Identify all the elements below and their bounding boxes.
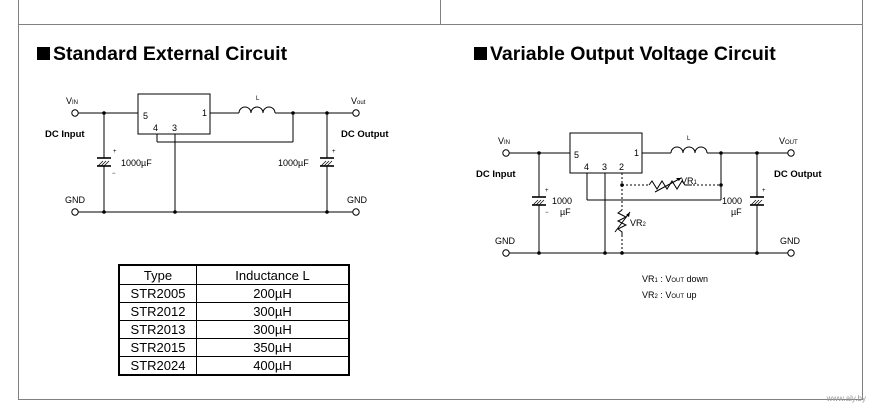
- inductor-coil: [238, 106, 276, 114]
- pin-3-label: 3: [602, 162, 607, 172]
- variable-output-voltage-circuit-diagram: VIN VOUT DC Input DC Output GND GND 5 1 …: [476, 132, 822, 300]
- gnd-terminal-left: [502, 249, 510, 257]
- table-row: STR2013 300µH: [118, 320, 350, 339]
- cap-right-plus: +: [762, 188, 766, 194]
- pin-3-label: 3: [172, 123, 177, 133]
- left-section-title: Standard External Circuit: [37, 43, 287, 66]
- vin-label: VIN: [66, 96, 78, 106]
- pin-5-label: 5: [143, 111, 148, 121]
- gnd-terminal-right: [352, 208, 360, 216]
- vr1-resistor: [648, 180, 692, 190]
- table-cell-type: STR2013: [118, 320, 197, 339]
- table-cell-type: STR2005: [118, 284, 197, 303]
- gnd-terminal-left: [71, 208, 79, 216]
- table-cell-type: STR2015: [118, 338, 197, 357]
- right-title-text: Variable Output Voltage Circuit: [490, 43, 776, 65]
- table-row: STR2005 200µH: [118, 284, 350, 303]
- pin-1-label: 1: [202, 108, 207, 118]
- cap-left-minus: −: [112, 171, 116, 177]
- dc-output-label: DC Output: [774, 169, 822, 180]
- cap-left-value-1: 1000: [552, 196, 572, 206]
- regulator-ic-box: [137, 93, 211, 135]
- standard-external-circuit-diagram: VIN Vout DC Input DC Output GND GND 5 1 …: [45, 93, 389, 216]
- gnd-right-label: GND: [347, 195, 368, 205]
- watermark: www.aly.by: [826, 394, 866, 403]
- dc-input-label: DC Input: [45, 129, 85, 140]
- frame-left-border: [18, 0, 19, 400]
- cap-left-value-2: µF: [560, 207, 571, 217]
- cap-left-minus: −: [545, 210, 549, 216]
- title-square-icon: [474, 47, 487, 60]
- table-cell-inductance: 350µH: [196, 338, 350, 357]
- vout-label: VOUT: [779, 136, 798, 146]
- title-square-icon: [37, 47, 50, 60]
- cap-left-plus: +: [545, 188, 549, 194]
- cap-right-plus: +: [332, 149, 336, 155]
- note-vr1: VR1 : VOUT down: [642, 274, 708, 284]
- table-cell-inductance: 400µH: [196, 356, 350, 376]
- vr1-label: VR1: [681, 176, 698, 186]
- vin-label: VIN: [498, 136, 510, 146]
- vout-terminal: [352, 109, 360, 117]
- vout-label: Vout: [351, 96, 366, 106]
- inductor-label: L: [687, 136, 691, 142]
- pin-2-label: 2: [619, 162, 624, 172]
- inductor-coil: [670, 146, 708, 154]
- dc-input-label: DC Input: [476, 169, 516, 180]
- table-cell-inductance: 200µH: [196, 284, 350, 303]
- frame-right-border: [862, 0, 863, 400]
- pin-4-label: 4: [584, 162, 589, 172]
- table-header-inductance: Inductance L: [196, 264, 350, 285]
- table-header-row: Type Inductance L: [118, 264, 350, 285]
- table-cell-inductance: 300µH: [196, 302, 350, 321]
- table-row: STR2024 400µH: [118, 356, 350, 376]
- inductance-table: Type Inductance L STR2005 200µH STR2012 …: [118, 264, 350, 376]
- frame-top-line: [18, 24, 863, 25]
- cap-right-value-2: µF: [731, 207, 742, 217]
- cap-left-plus: +: [113, 149, 117, 155]
- table-cell-inductance: 300µH: [196, 320, 350, 339]
- vr2-label: VR2: [630, 218, 647, 228]
- cap-right-value-1: 1000: [722, 196, 742, 206]
- table-cell-type: STR2012: [118, 302, 197, 321]
- pin-5-label: 5: [574, 150, 579, 160]
- cap-left-value: 1000µF: [121, 158, 152, 168]
- table-row: STR2012 300µH: [118, 302, 350, 321]
- gnd-terminal-right: [787, 249, 795, 257]
- table-cell-type: STR2024: [118, 356, 197, 376]
- frame-center-divider: [440, 0, 441, 24]
- gnd-left-label: GND: [495, 236, 516, 246]
- vout-terminal: [787, 149, 795, 157]
- vin-terminal: [502, 149, 510, 157]
- cap-right-value: 1000µF: [278, 158, 309, 168]
- note-vr2: VR2 : VOUT up: [642, 290, 697, 300]
- gnd-left-label: GND: [65, 195, 86, 205]
- right-section-title: Variable Output Voltage Circuit: [474, 43, 776, 66]
- table-header-type: Type: [118, 264, 197, 285]
- inductor-label: L: [256, 96, 260, 102]
- pin-4-label: 4: [153, 123, 158, 133]
- left-title-text: Standard External Circuit: [53, 43, 288, 65]
- table-row: STR2015 350µH: [118, 338, 350, 357]
- dc-output-label: DC Output: [341, 129, 389, 140]
- frame-bottom-line: [18, 399, 863, 400]
- gnd-right-label: GND: [780, 236, 801, 246]
- vin-terminal: [71, 109, 79, 117]
- pin-1-label: 1: [634, 148, 639, 158]
